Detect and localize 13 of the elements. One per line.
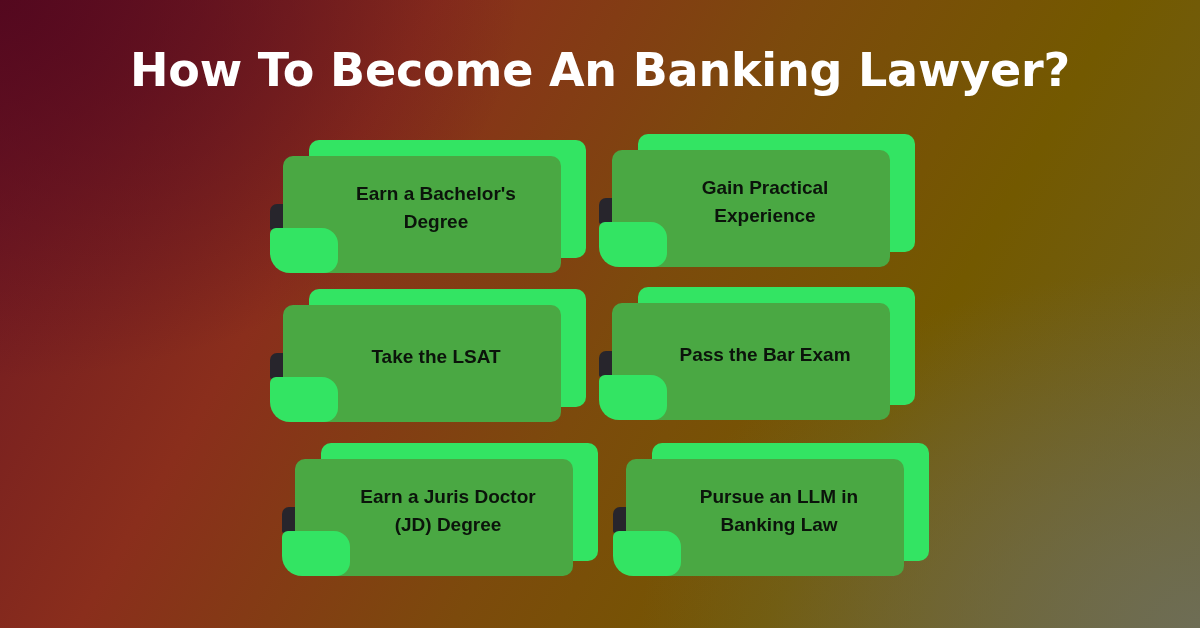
step-label: Earn a Bachelor's Degree [355,181,517,234]
step-card [295,459,573,576]
step-label: Take the LSAT [371,344,501,369]
step-card [612,303,890,420]
step-label: Pass the Bar Exam [679,342,851,367]
step-card [612,150,890,267]
step-label: Gain Practical Experience [700,175,830,228]
step-card [626,459,904,576]
title: How To Become An Banking Lawyer? [130,44,1070,97]
step-card [283,305,561,422]
step-card [283,156,561,273]
step-label: Earn a Juris Doctor (JD) Degree [359,484,537,537]
step-label: Pursue an LLM in Banking Law [698,484,860,537]
